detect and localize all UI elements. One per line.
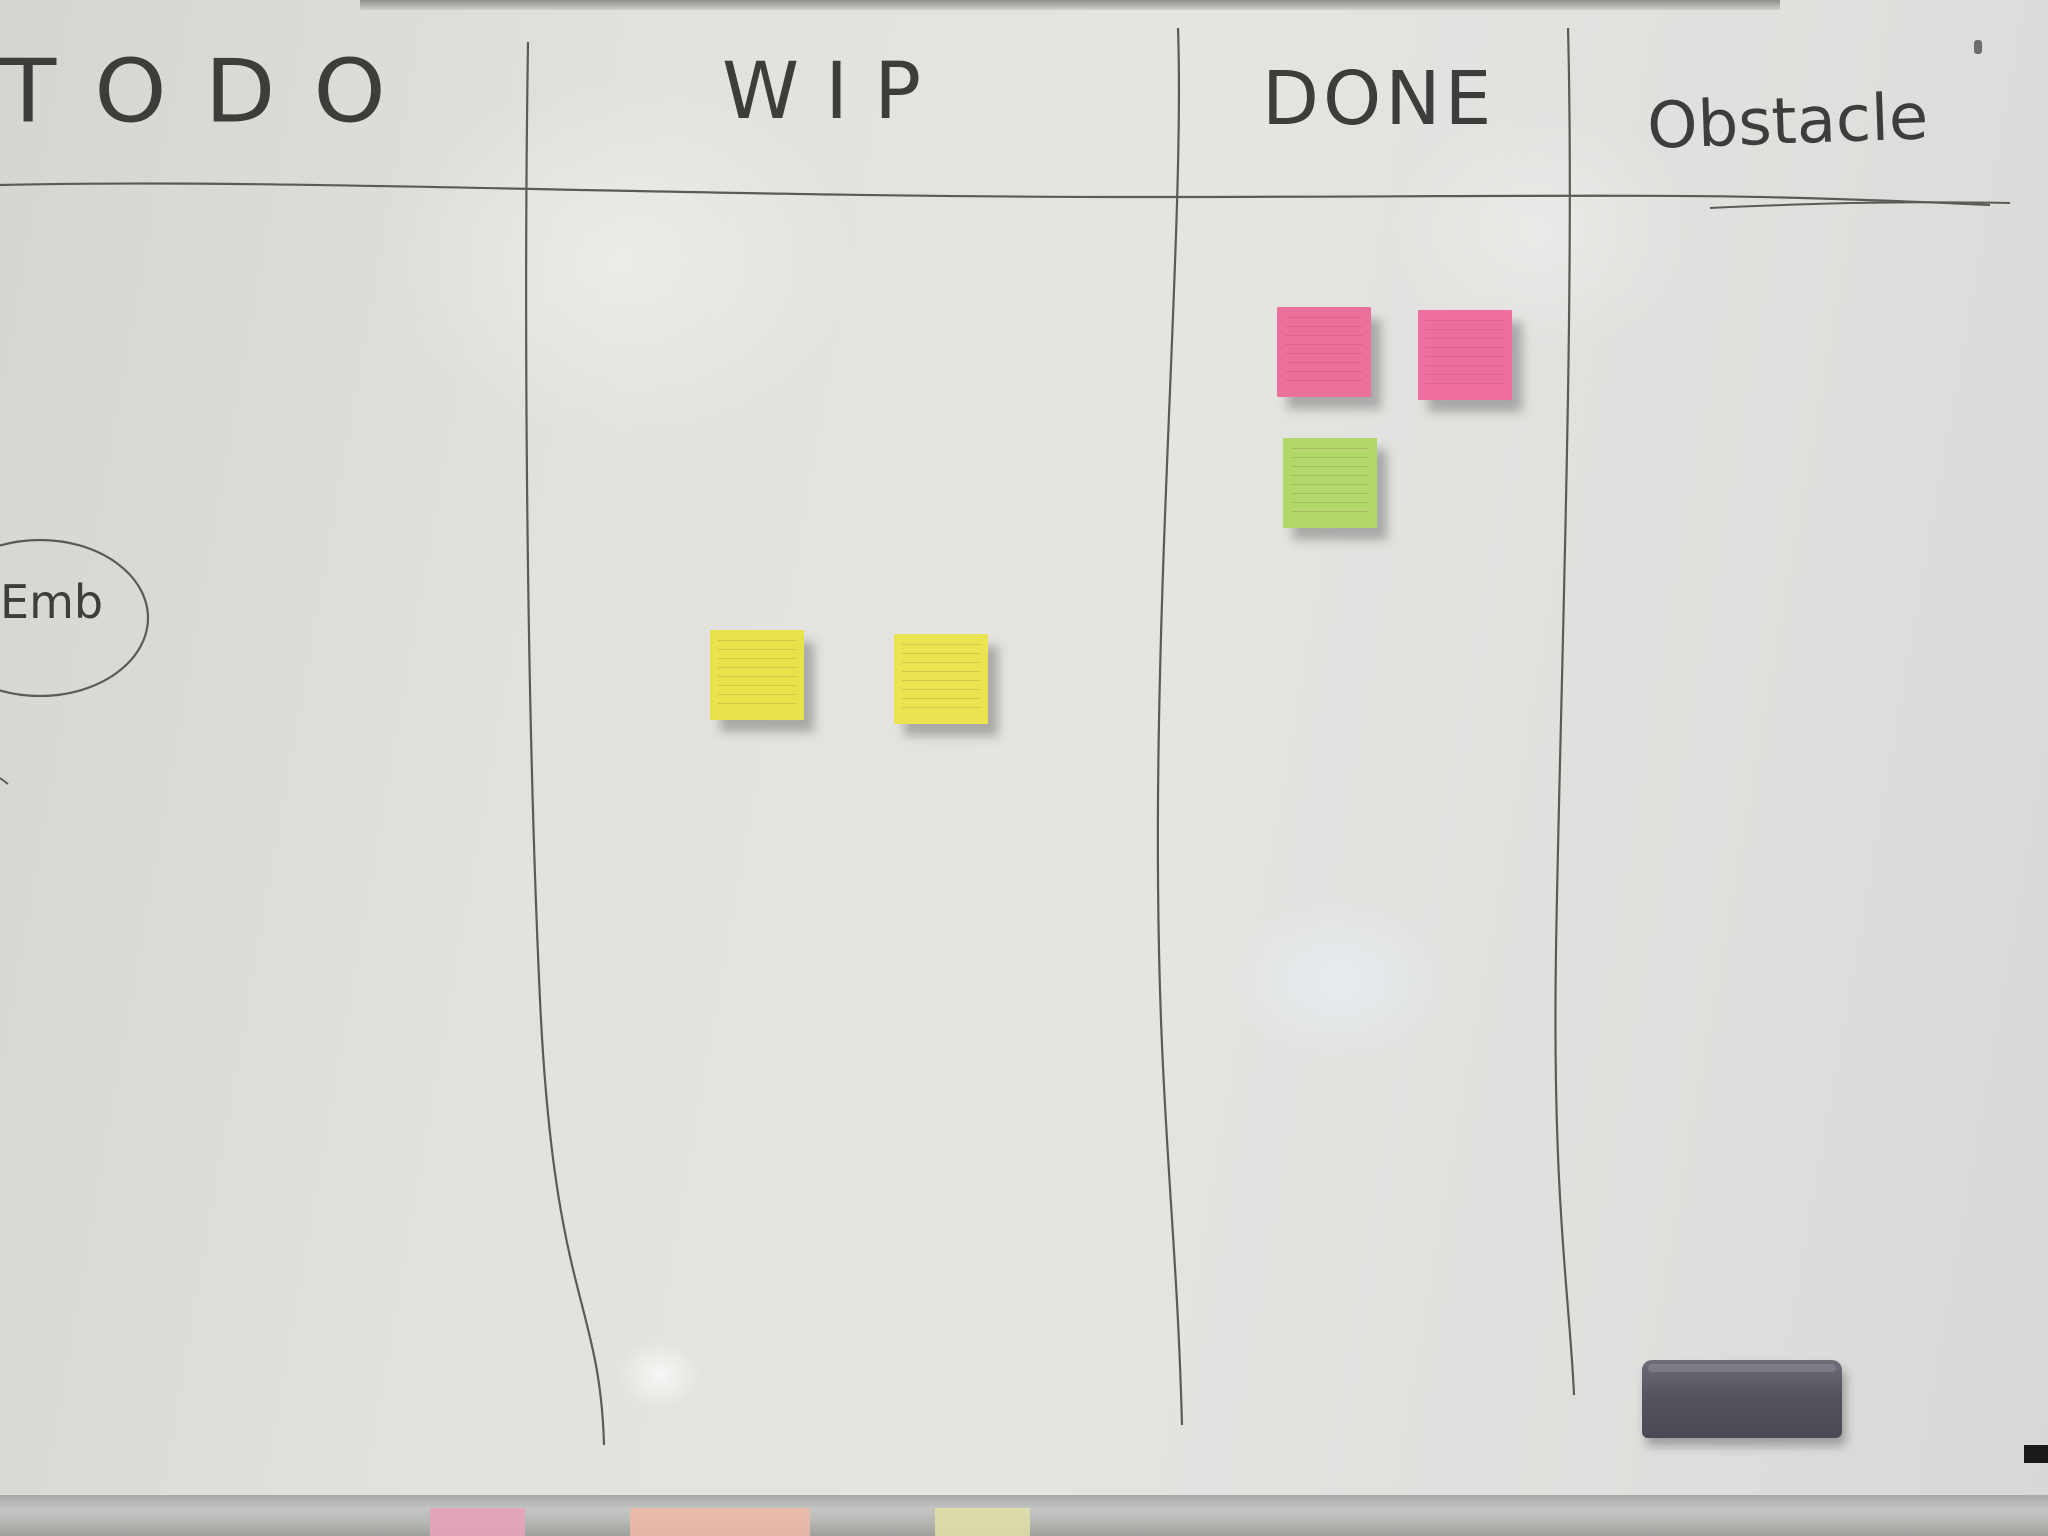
eraser[interactable] — [1642, 1360, 1842, 1438]
whiteboard — [0, 0, 2048, 1495]
sticky-note-done-1[interactable] — [1277, 307, 1371, 397]
sticky-note-writing — [902, 644, 980, 714]
sticky-note-writing — [1285, 317, 1363, 387]
tray-sticky-yellow — [935, 1508, 1030, 1536]
column-divider-1 — [525, 41, 606, 1446]
column-header-done: DONE — [1262, 56, 1495, 142]
sticky-note-writing — [718, 640, 796, 710]
obstacle-underline — [1709, 201, 2011, 209]
sticky-note-writing — [1291, 448, 1369, 518]
whiteboard-top-frame — [360, 0, 1780, 10]
column-header-obstacle: Obstacle — [1646, 80, 1929, 164]
small-mark — [0, 777, 9, 785]
column-divider-3 — [1554, 27, 1576, 1396]
sticky-note-writing — [1426, 320, 1504, 390]
column-divider-2 — [1156, 27, 1184, 1426]
tray-sticky-pink — [430, 1508, 525, 1536]
side-note-oval — [0, 538, 150, 698]
board-corner-tag — [2024, 1445, 2048, 1463]
column-header-wip: WIP — [722, 47, 947, 137]
header-divider-line — [0, 182, 1991, 207]
tray-sticky-orange — [630, 1508, 810, 1536]
side-note-text: Emb — [0, 575, 103, 629]
wall-mark — [1974, 40, 1982, 54]
sticky-note-done-3[interactable] — [1283, 438, 1377, 528]
sticky-note-wip-2[interactable] — [894, 634, 988, 724]
sticky-note-done-2[interactable] — [1418, 310, 1512, 400]
column-header-todo: TODO — [0, 42, 424, 143]
sticky-note-wip-1[interactable] — [710, 630, 804, 720]
